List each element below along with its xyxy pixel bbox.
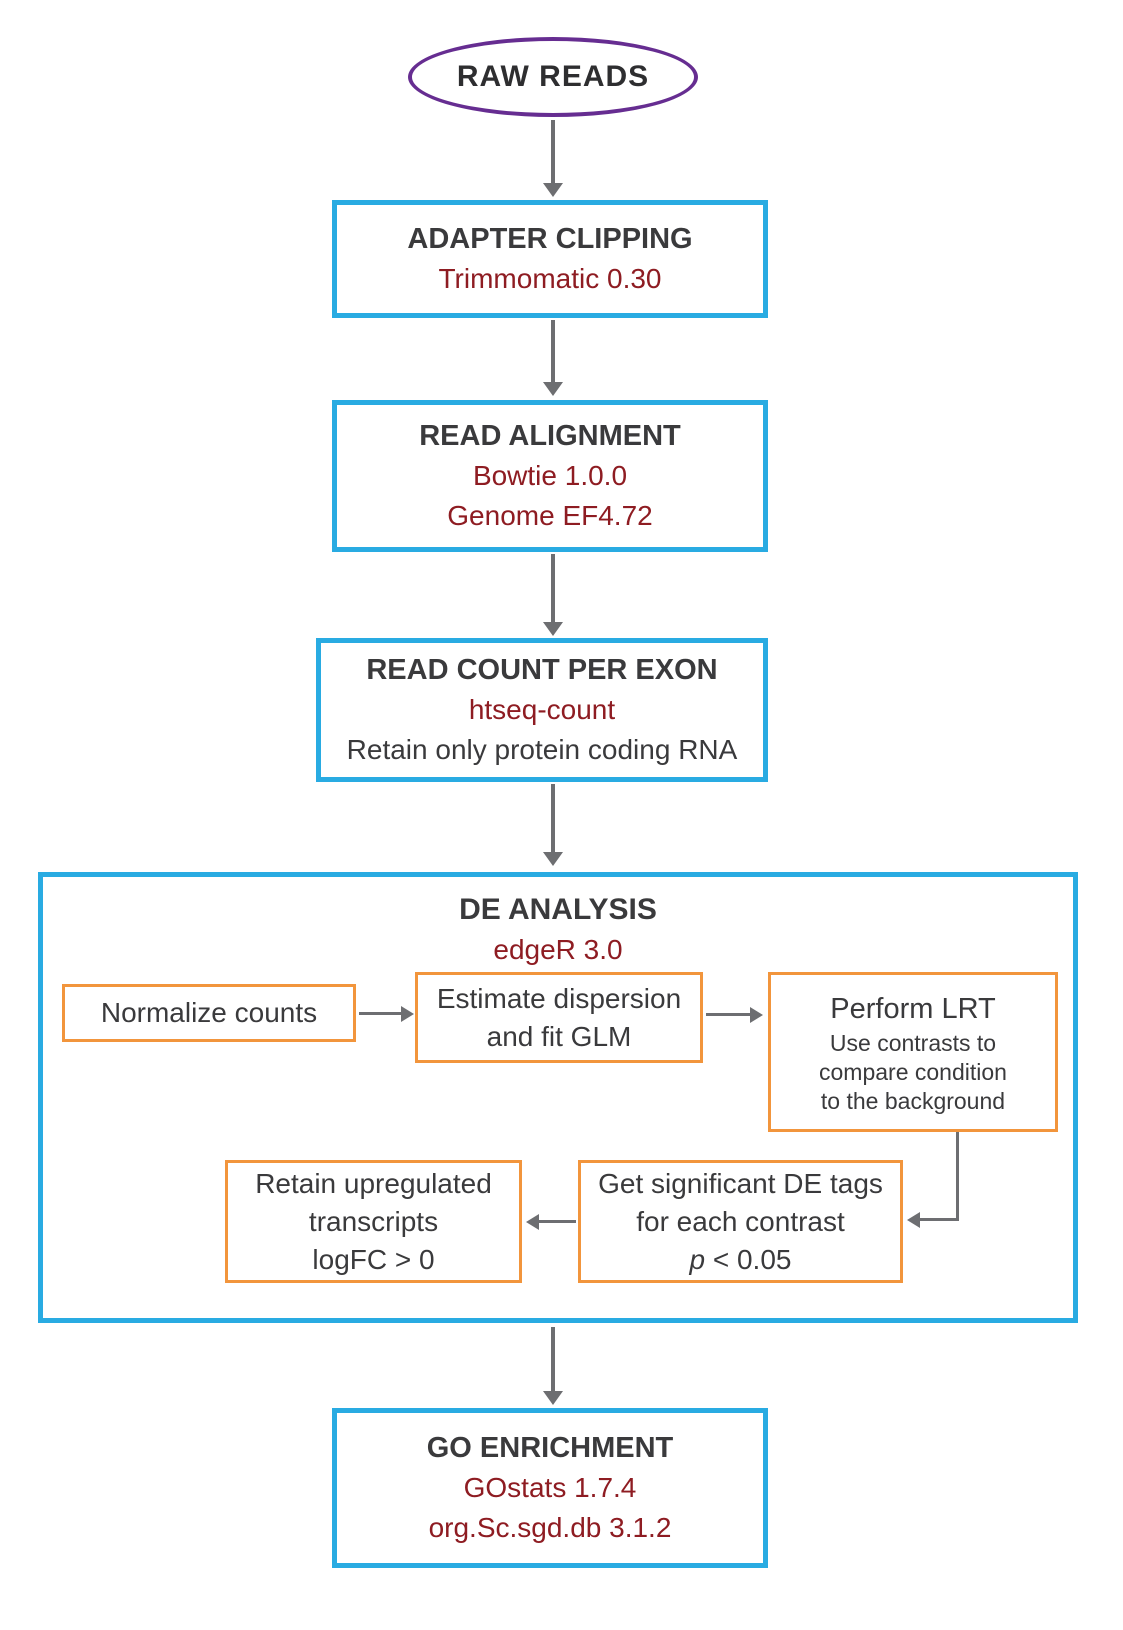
raw-reads-label: RAW READS <box>456 60 650 93</box>
estimate-dispersion-line1: Estimate dispersion <box>436 982 682 1014</box>
arrow-de-to-go <box>551 1327 555 1391</box>
arrow-estimate-to-lrt <box>706 1013 750 1016</box>
significant-de-tags-line2: for each contrast <box>636 1205 845 1237</box>
read-alignment-tool1: Bowtie 1.0.0 <box>472 460 628 491</box>
retain-upregulated-line2: transcripts <box>308 1205 439 1237</box>
significant-de-tags-step: Get significant DE tags for each contras… <box>578 1160 903 1283</box>
arrow-significant-to-retain <box>539 1220 576 1223</box>
normalize-counts-step: Normalize counts <box>62 984 356 1042</box>
arrow-alignment-to-count <box>551 554 555 622</box>
perform-lrt-line3: to the background <box>820 1087 1006 1114</box>
read-alignment-tool2: Genome EF4.72 <box>447 500 653 531</box>
p-threshold: < 0.05 <box>705 1243 792 1275</box>
perform-lrt-title: Perform LRT <box>830 992 996 1025</box>
read-count-tool: htseq-count <box>468 694 616 725</box>
go-enrichment-tool1: GOstats 1.7.4 <box>463 1472 637 1503</box>
significant-de-tags-line1: Get significant DE tags <box>598 1167 883 1199</box>
p-symbol: p <box>689 1243 706 1275</box>
retain-upregulated-step: Retain upregulated transcripts logFC > 0 <box>225 1160 522 1283</box>
arrow-normalize-to-estimate <box>359 1012 401 1015</box>
read-alignment-node: READ ALIGNMENT Bowtie 1.0.0 Genome EF4.7… <box>332 400 768 552</box>
perform-lrt-line1: Use contrasts to <box>829 1029 997 1056</box>
elbow-lrt-to-significant-horizontal <box>920 1218 959 1221</box>
de-analysis-container: DE ANALYSIS edgeR 3.0 Normalize counts E… <box>38 872 1078 1323</box>
arrow-adapter-to-alignment <box>551 320 555 382</box>
arrow-raw-to-adapter <box>551 120 555 183</box>
retain-upregulated-line3: logFC > 0 <box>312 1243 435 1275</box>
read-count-title: READ COUNT PER EXON <box>366 654 718 686</box>
raw-reads-node: RAW READS <box>408 37 698 117</box>
estimate-dispersion-step: Estimate dispersion and fit GLM <box>415 972 703 1063</box>
go-enrichment-node: GO ENRICHMENT GOstats 1.7.4 org.Sc.sgd.d… <box>332 1408 768 1568</box>
significant-de-tags-pvalue: p < 0.05 <box>690 1241 792 1279</box>
estimate-dispersion-line2: and fit GLM <box>486 1020 632 1052</box>
de-analysis-title: DE ANALYSIS <box>459 893 657 926</box>
retain-upregulated-line1: Retain upregulated <box>255 1167 492 1199</box>
perform-lrt-line2: compare condition <box>819 1058 1007 1085</box>
go-enrichment-title: GO ENRICHMENT <box>426 1432 674 1464</box>
read-count-node: READ COUNT PER EXON htseq-count Retain o… <box>316 638 768 782</box>
go-enrichment-tool2: org.Sc.sgd.db 3.1.2 <box>428 1512 672 1543</box>
de-analysis-tool: edgeR 3.0 <box>493 934 623 965</box>
read-count-note: Retain only protein coding RNA <box>346 734 738 765</box>
arrow-count-to-de <box>551 784 555 852</box>
elbow-lrt-to-significant-vertical <box>956 1132 959 1220</box>
read-alignment-title: READ ALIGNMENT <box>419 420 681 452</box>
adapter-clipping-title: ADAPTER CLIPPING <box>407 223 693 255</box>
adapter-clipping-tool: Trimmomatic 0.30 <box>438 263 662 294</box>
adapter-clipping-node: ADAPTER CLIPPING Trimmomatic 0.30 <box>332 200 768 318</box>
de-analysis-header: DE ANALYSIS edgeR 3.0 <box>43 890 1073 970</box>
perform-lrt-step: Perform LRT Use contrasts to compare con… <box>768 972 1058 1132</box>
normalize-counts-label: Normalize counts <box>100 997 318 1028</box>
